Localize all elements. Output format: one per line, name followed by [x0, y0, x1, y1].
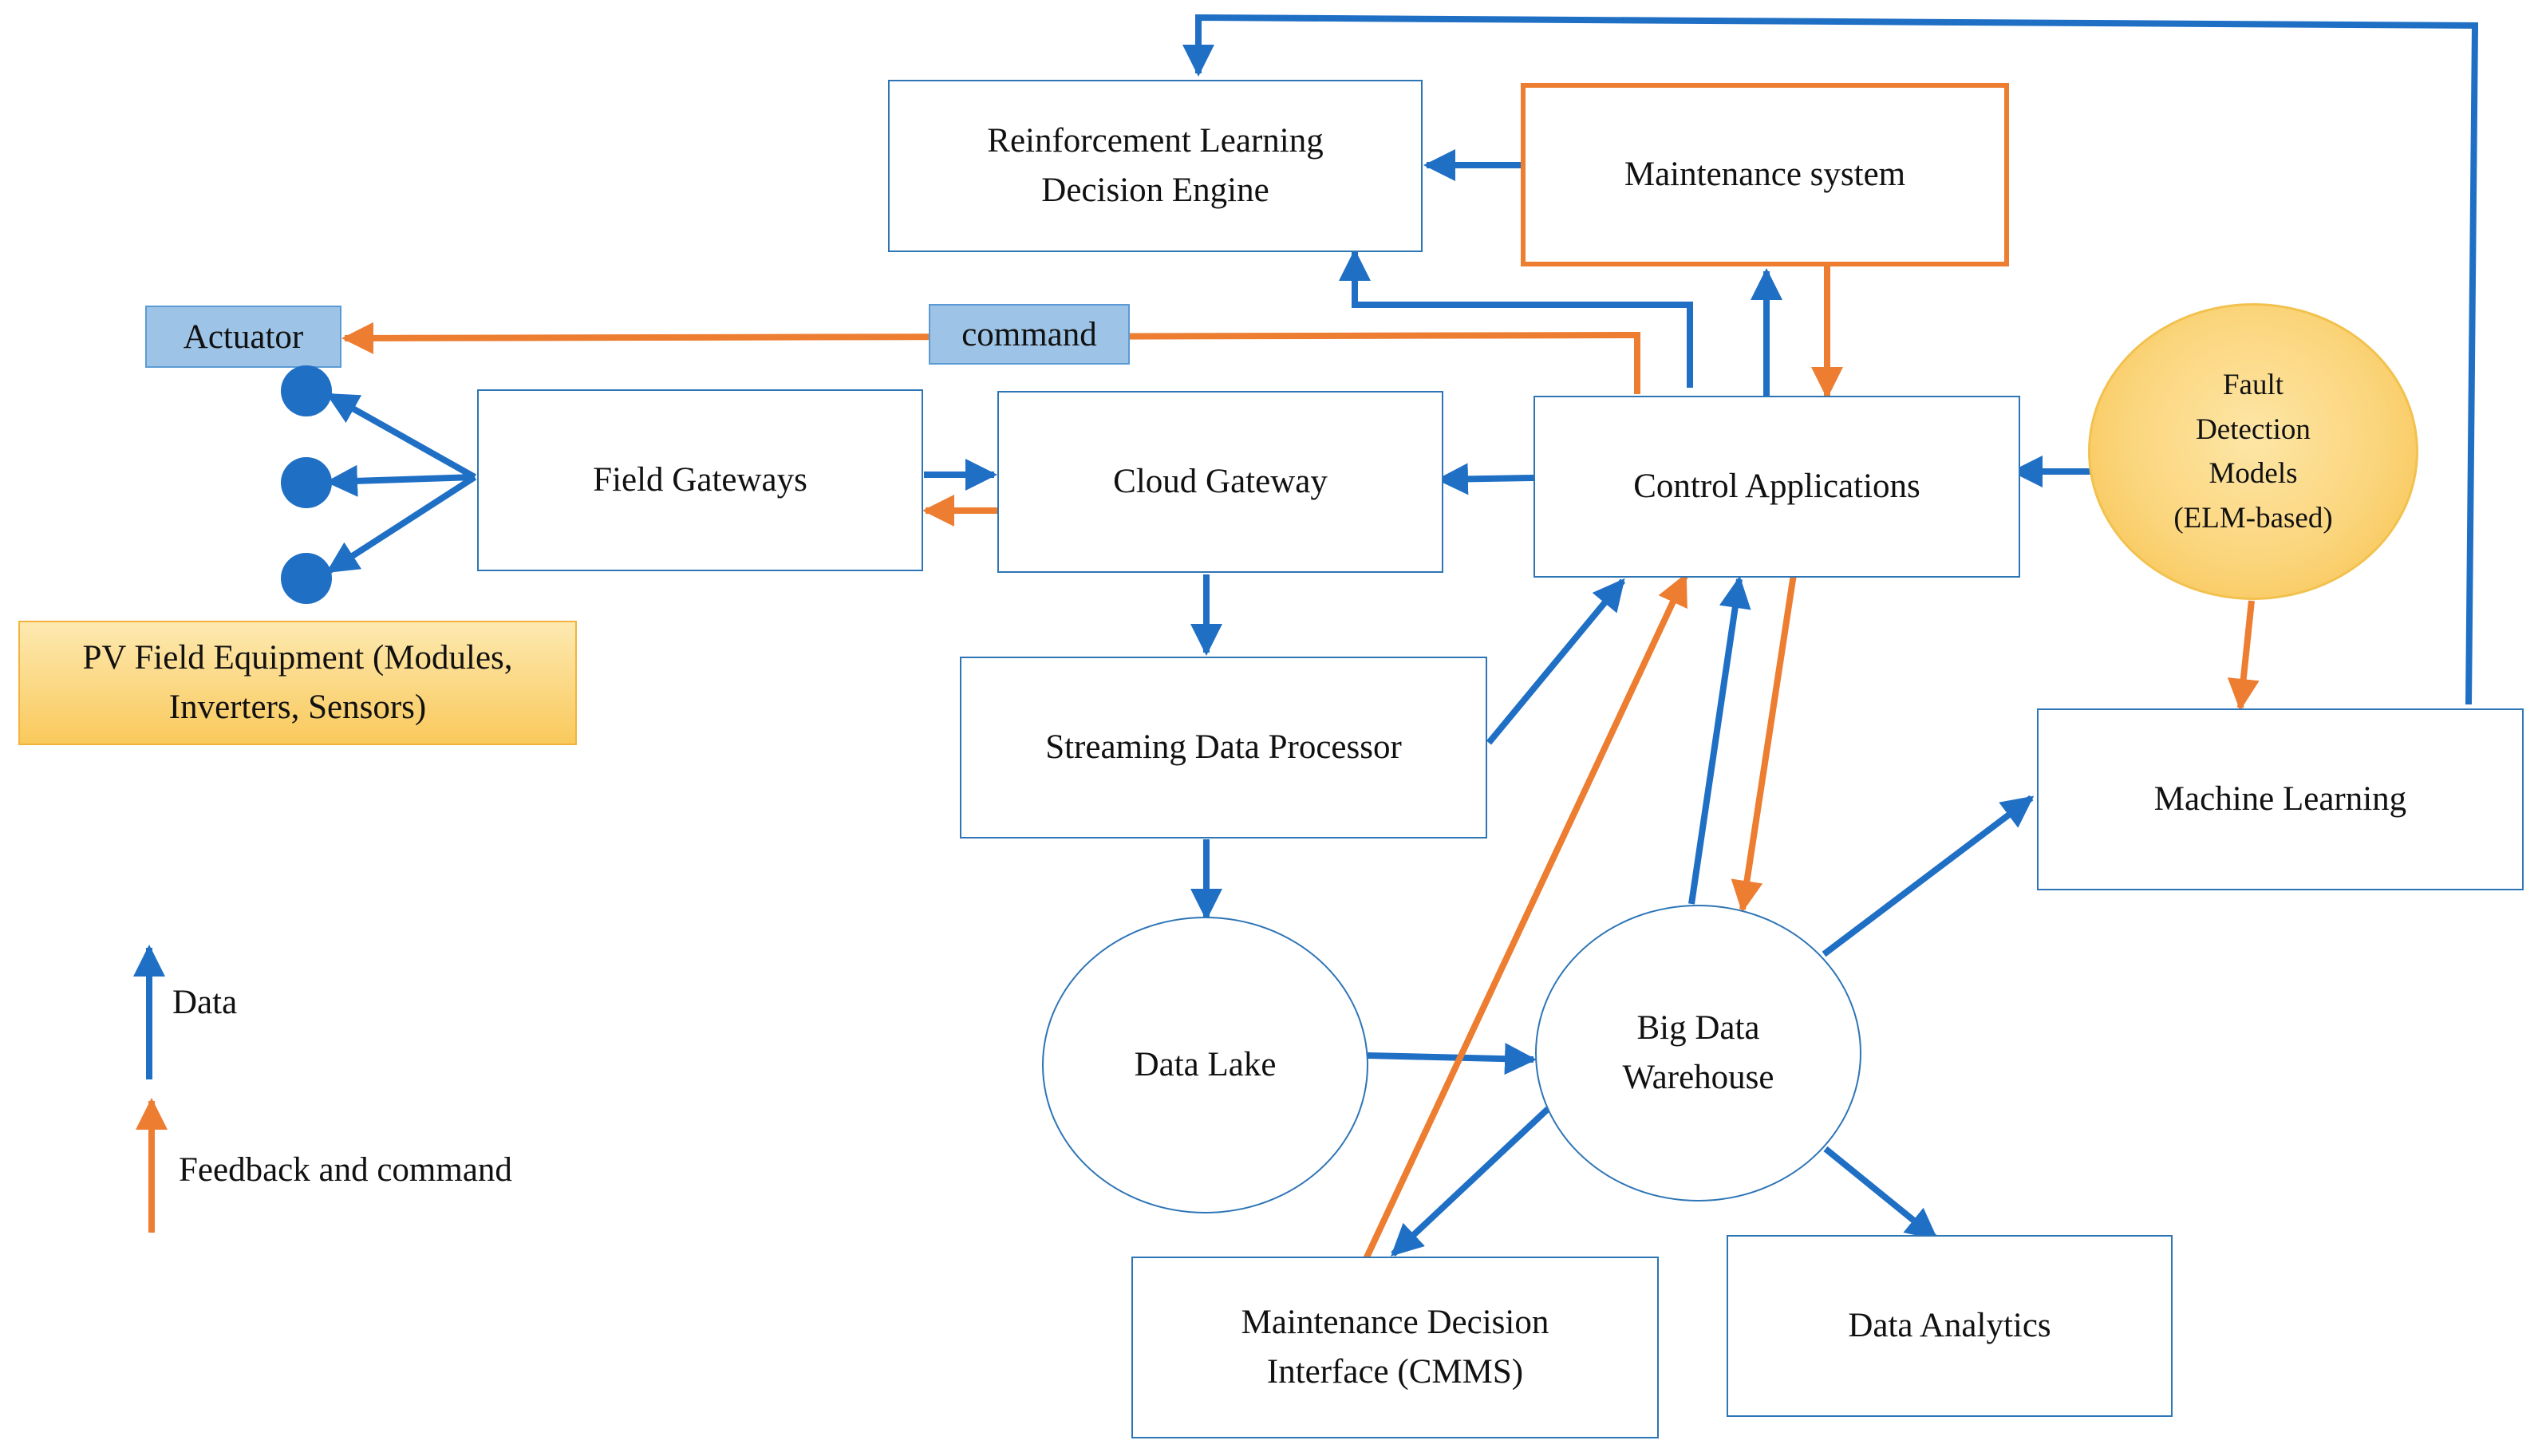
edge-ml-to-rl: [1182, 14, 2479, 705]
command-label: command: [929, 304, 1130, 365]
maintenance-decision-interface-node: Maintenance Decision Interface (CMMS): [1131, 1257, 1659, 1438]
data-lake-node: Data Lake: [1042, 917, 1368, 1213]
legend-data-label: Data: [172, 984, 238, 1021]
legend-feedback-label: Feedback and command: [179, 1151, 512, 1189]
machine-learning-node: Machine Learning: [2037, 708, 2524, 890]
big-data-warehouse-node: Big Data Warehouse: [1535, 905, 1861, 1201]
edge-command-to-actuator: [341, 322, 1640, 394]
edge-control-to-warehouse: [1731, 574, 1797, 913]
edge-warehouse-to-analytics: [1823, 1146, 1939, 1241]
edge-fg-to-dot-2: [326, 464, 476, 497]
cloud-gateway-node: Cloud Gateway: [997, 391, 1443, 573]
pv-equipment-dot: [281, 365, 332, 416]
rl-decision-engine-node: Reinforcement Learning Decision Engine: [888, 80, 1423, 252]
streaming-data-processor-node: Streaming Data Processor: [960, 657, 1487, 838]
edge-warehouse-to-ml: [1822, 795, 2035, 957]
edge-fault-to-ml: [2227, 600, 2260, 711]
field-gateways-node: Field Gateways: [477, 389, 923, 571]
control-applications-node: Control Applications: [1533, 396, 2020, 578]
fault-detection-models-node: Fault Detection Models (ELM-based): [2088, 303, 2418, 600]
pv-equipment-dot: [281, 553, 332, 604]
pv-equipment-dot: [281, 457, 332, 508]
edge-control-to-rl: [1339, 249, 1693, 388]
edge-cmms-to-control: [1363, 573, 1688, 1261]
maintenance-system-node: Maintenance system: [1521, 83, 2009, 266]
edge-stream-to-control: [1486, 578, 1626, 745]
actuator-label: Actuator: [145, 306, 341, 368]
edge-lake-to-warehouse: [1367, 1043, 1537, 1075]
data-analytics-node: Data Analytics: [1727, 1235, 2173, 1417]
edge-fg-to-dot-1: [326, 392, 476, 480]
edge-control-to-cloud: [1436, 463, 1534, 495]
edge-warehouse-to-control: [1688, 576, 1751, 905]
edge-fg-to-dot-3: [326, 474, 477, 574]
pv-field-equipment-node: PV Field Equipment (Modules, Inverters, …: [18, 621, 577, 745]
edge-warehouse-to-cmms: [1391, 1107, 1550, 1257]
